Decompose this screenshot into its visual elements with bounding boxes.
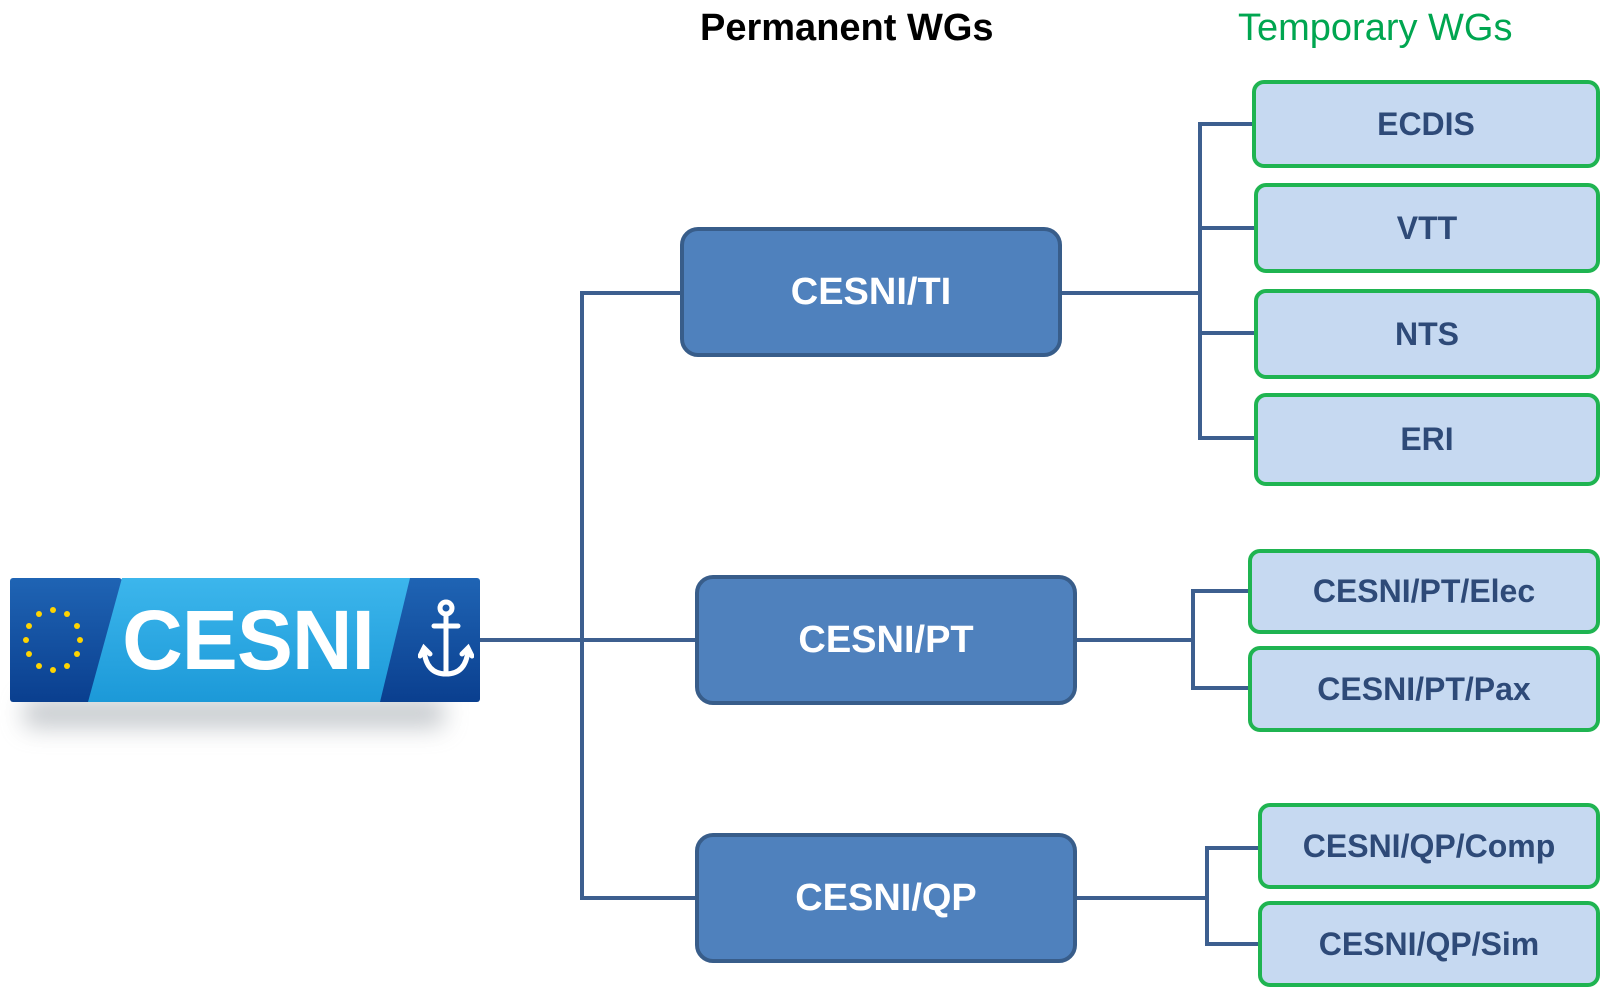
permanent-wg-label: CESNI/PT [798, 618, 974, 661]
temporary-wg-box-qp-sim: CESNI/QP/Sim [1258, 901, 1600, 987]
permanent-wg-label: CESNI/QP [795, 876, 977, 919]
temporary-wg-box-eri: ERI [1254, 393, 1600, 486]
temporary-wgs-header: Temporary WGs [1238, 7, 1513, 49]
eu-stars-icon [23, 607, 83, 673]
logo-wordmark-panel [88, 578, 418, 702]
temporary-wg-label: ECDIS [1377, 105, 1475, 142]
permanent-wg-box-ti: CESNI/TI [680, 227, 1062, 357]
temporary-wg-label: VTT [1396, 209, 1458, 246]
temporary-wg-label: CESNI/QP/Sim [1318, 925, 1540, 962]
permanent-wg-box-pt: CESNI/PT [695, 575, 1077, 705]
temporary-wg-label: CESNI/PT/Pax [1317, 670, 1531, 707]
temporary-wg-label: CESNI/QP/Comp [1302, 827, 1556, 864]
temporary-wg-label: CESNI/PT/Elec [1312, 573, 1536, 609]
cesni-logo: CESNI [10, 578, 480, 728]
logo-wordmark: CESNI [122, 593, 375, 687]
temporary-wg-label: ERI [1400, 421, 1454, 457]
logo-shadow [24, 698, 444, 728]
temporary-wg-label: NTS [1395, 315, 1459, 352]
anchor-icon [418, 599, 474, 677]
temporary-wg-box-pt-elec: CESNI/PT/Elec [1248, 549, 1600, 634]
temporary-wg-box-qp-comp: CESNI/QP/Comp [1258, 803, 1600, 889]
temporary-wg-box-pt-pax: CESNI/PT/Pax [1248, 646, 1600, 732]
permanent-wg-label: CESNI/TI [790, 270, 952, 313]
temporary-wg-box-nts: NTS [1254, 289, 1600, 379]
permanent-wgs-header: Permanent WGs [700, 7, 994, 49]
temporary-wg-box-vtt: VTT [1254, 183, 1600, 273]
permanent-wg-box-qp: CESNI/QP [695, 833, 1077, 963]
temporary-wg-box-ecdis: ECDIS [1252, 80, 1600, 168]
